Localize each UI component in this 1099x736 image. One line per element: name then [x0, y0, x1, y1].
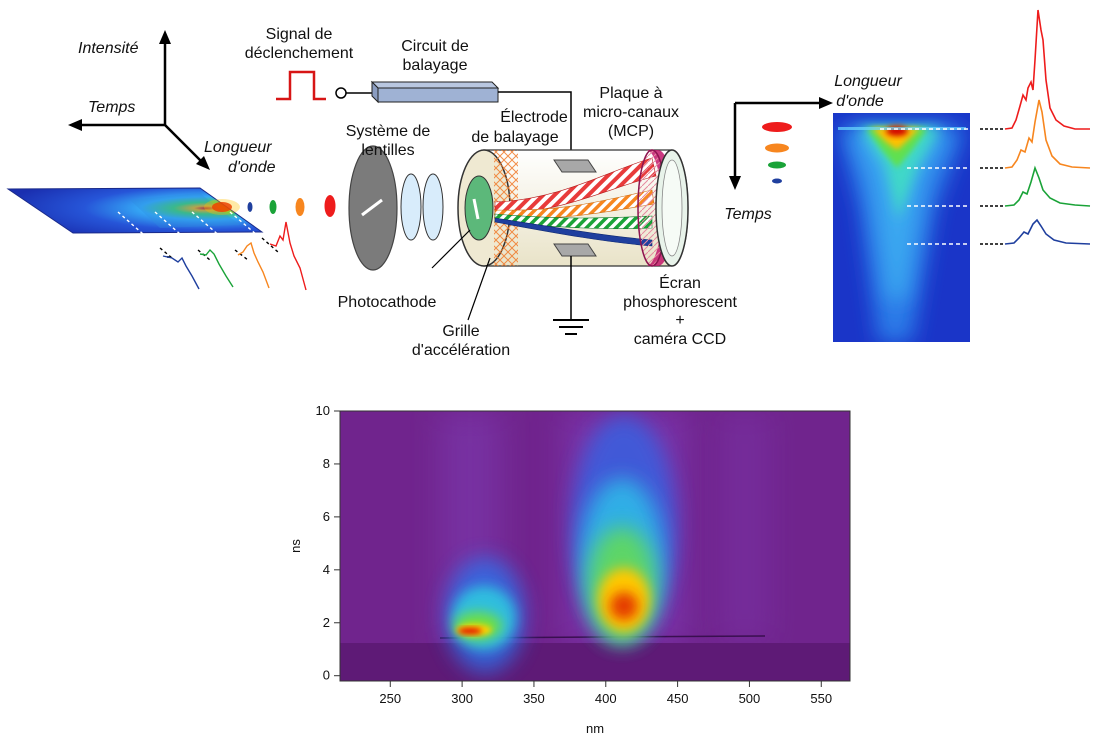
wavelength-axis-label-1: Longueur	[204, 139, 272, 156]
output-axes: Longueur d'onde Temps	[724, 73, 902, 223]
streak-image	[833, 113, 1005, 342]
x-tick-label: 400	[595, 691, 617, 706]
image-wavelength-label-2: d'onde	[836, 93, 884, 110]
trigger-label-2: déclenchement	[245, 45, 354, 62]
sweep-circuit-label-2: balayage	[403, 57, 468, 74]
sweep-circuit-box	[377, 87, 499, 103]
photocathode	[464, 175, 494, 241]
light-pulses	[247, 195, 336, 217]
x-tick-label: 350	[523, 691, 545, 706]
heatmap-field	[340, 411, 850, 681]
spectra-3d	[117, 211, 307, 291]
x-tick-label: 500	[739, 691, 761, 706]
trigger-pulse	[276, 70, 326, 101]
photocathode-label: Photocathode	[338, 294, 437, 311]
mcp-label-2: micro-canaux	[583, 104, 679, 121]
screen-label-2: phosphorescent	[623, 294, 737, 311]
x-axis: 250 300 350 400 450 500 550	[379, 681, 832, 706]
intensity-axis-label: Intensité	[78, 40, 139, 57]
plot-frame	[339, 410, 851, 682]
lens-system-label-2: lentilles	[361, 142, 414, 159]
y-axis-label: ns	[288, 539, 303, 553]
image-time-label: Temps	[724, 206, 771, 223]
spectra-right	[1004, 9, 1091, 245]
heatmap-chart: 250 300 350 400 450 500 550 0 2 4 6 8 10 nm ns	[288, 403, 851, 736]
y-tick-label: 6	[323, 509, 330, 524]
y-axis: 0 2 4 6 8 10	[316, 403, 340, 683]
x-tick-label: 550	[810, 691, 832, 706]
y-tick-label: 0	[323, 668, 330, 683]
trigger-circuit: Signal de déclenchement Circuit de balay…	[245, 26, 572, 163]
y-tick-label: 2	[323, 615, 330, 630]
screen-label-4: caméra CCD	[634, 331, 726, 348]
x-tick-label: 300	[451, 691, 473, 706]
trigger-label-1: Signal de	[266, 26, 333, 43]
streak-tube: Électrode de balayage Plaque à micro-can…	[338, 85, 738, 359]
lens-system-label-1: Système de	[346, 123, 431, 140]
mcp-label-1: Plaque à	[599, 85, 662, 102]
lens-system: Système de lentilles	[346, 123, 444, 271]
sweep-electrode-label-2: de balayage	[471, 129, 558, 146]
y-tick-label: 10	[316, 403, 330, 418]
time-axis-label: Temps	[88, 99, 135, 116]
sweep-electrode-bottom	[553, 243, 597, 257]
x-tick-label: 250	[379, 691, 401, 706]
streak-image-3d	[6, 187, 264, 234]
sweep-electrode-label-1: Électrode	[500, 107, 568, 126]
y-tick-label: 4	[323, 562, 330, 577]
screen-label-3: +	[675, 312, 684, 329]
grid-label-1: Grille	[442, 323, 479, 340]
x-tick-label: 450	[667, 691, 689, 706]
sweep-circuit-label-1: Circuit de	[401, 38, 469, 55]
x-axis-label: nm	[586, 721, 604, 736]
wavelength-axis-label-2: d'onde	[228, 159, 276, 176]
sweep-electrode-top	[553, 159, 597, 173]
axes-3d: Intensité Temps Longueur d'onde	[68, 30, 276, 176]
screen-label-1: Écran	[659, 273, 701, 292]
lens-2	[422, 173, 444, 241]
y-tick-label: 8	[323, 456, 330, 471]
image-wavelength-label-1: Longueur	[834, 73, 902, 90]
grid-label-2: d'accélération	[412, 342, 510, 359]
lens-1	[400, 173, 422, 241]
mcp-label-3: (MCP)	[608, 123, 654, 140]
